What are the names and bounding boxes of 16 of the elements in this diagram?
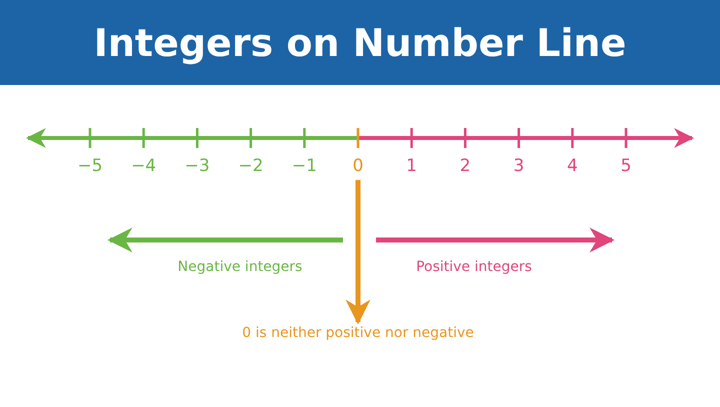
arrow-label: Negative integers: [178, 259, 302, 275]
arrow-label: Positive integers: [416, 259, 532, 275]
tick-label: −3: [184, 156, 210, 176]
tick-label: 2: [460, 156, 471, 176]
tick-label: −4: [131, 156, 156, 176]
tick-label: −5: [77, 156, 103, 176]
title-banner: Integers on Number Line: [0, 0, 720, 85]
tick-label: 0: [352, 156, 364, 176]
arrow: [346, 180, 370, 324]
tick-label: 1: [406, 156, 417, 176]
tick-label: −2: [238, 156, 264, 176]
tick-label: 5: [620, 156, 632, 176]
note-text: 0 is neither positive nor negative: [242, 325, 474, 341]
tick-label: −1: [292, 156, 317, 176]
tick-label: 3: [513, 156, 524, 176]
tick-label: 4: [566, 156, 578, 176]
